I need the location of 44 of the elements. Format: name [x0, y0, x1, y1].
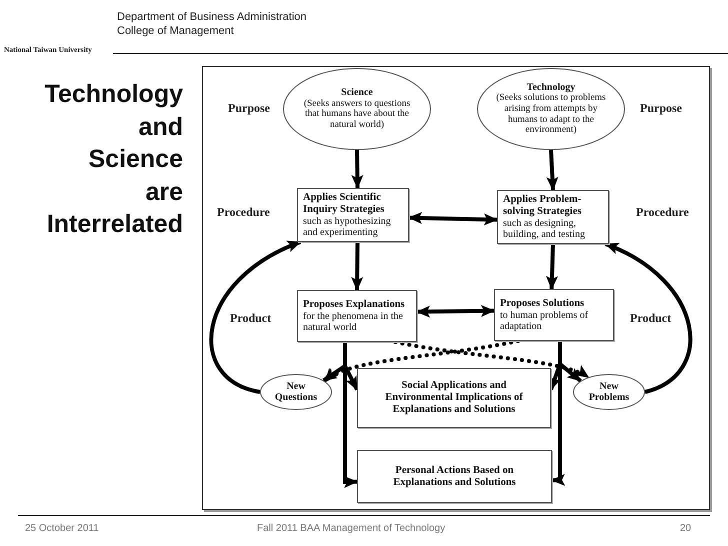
arrow [546, 150, 558, 191]
process-box [497, 190, 609, 244]
page-number: 20 [680, 523, 692, 534]
outcome-box [357, 450, 552, 503]
node-heading: New Questions [274, 380, 318, 404]
arrow [604, 242, 692, 394]
row-label: Purpose [228, 101, 270, 116]
node-heading: Science [341, 87, 373, 99]
outcome-box [357, 368, 551, 428]
department-name: Department of Business Administration [117, 11, 307, 23]
process-box [494, 289, 614, 341]
node-heading: Technology [526, 82, 576, 94]
arrow [351, 242, 364, 291]
college-name: College of Management [117, 25, 234, 37]
node-heading: Applies Scientific Inquiry Strategies [303, 192, 386, 216]
node-text: (Seeks answers to questions that humans have about the natural world) [302, 98, 412, 131]
node-text: to human problems of adaptation [500, 310, 590, 332]
node-heading: New Problems [588, 380, 630, 404]
arrow [408, 212, 498, 226]
process-box [297, 290, 417, 342]
row-label: Procedure [636, 205, 689, 220]
row-label: Product [230, 311, 272, 326]
arrow [351, 150, 364, 189]
dotted-arrow [324, 339, 520, 384]
row-label: Procedure [217, 205, 270, 220]
process-box [297, 188, 409, 242]
node-heading: Applies Problem-solving Strategies [503, 194, 582, 218]
arrow [209, 240, 302, 394]
node-heading: Proposes Solutions [500, 298, 584, 310]
node-text: such as hypothesizing and experimenting [303, 216, 392, 238]
dotted-arrow [393, 340, 590, 380]
row-label: Purpose [640, 101, 682, 116]
footer-course: Fall 2011 BAA Management of Technology [257, 523, 446, 534]
node-text: (Seeks solutions to problems arising from attempts by humans to adapt to the environment) [495, 93, 607, 136]
node-heading: Proposes Explanations [303, 298, 405, 311]
arrow [546, 244, 558, 290]
row-label: Product [630, 311, 672, 326]
node-heading: Personal Actions Based on Explanations and Solutions [392, 464, 517, 488]
slide-title: Technology and Science are Interrelated [44, 79, 183, 240]
node-text: for the phenomena in the natural world [303, 310, 404, 334]
arrow [416, 304, 495, 318]
footer-date: 25 October 2011 [25, 523, 99, 534]
node-heading: Social Applications and Environmental Implications of Explanations and Solutions [384, 380, 524, 416]
node-text: such as designing, building, and testing [503, 218, 586, 240]
